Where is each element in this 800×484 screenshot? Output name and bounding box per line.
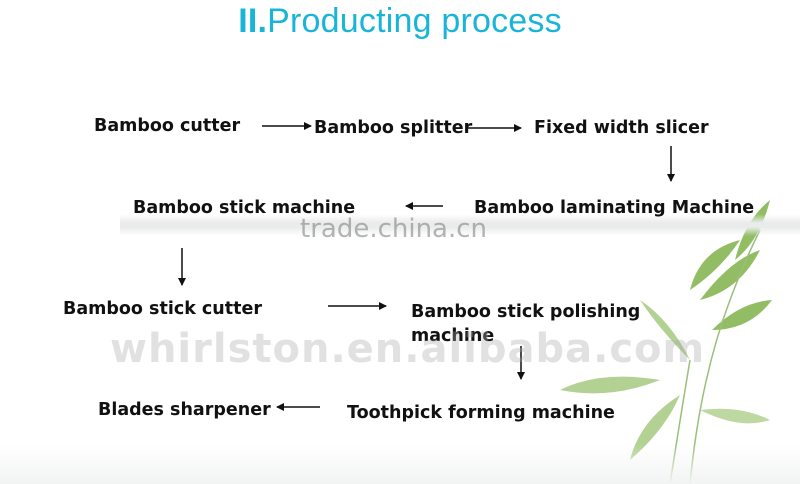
title-numeral: II. <box>238 2 268 40</box>
bottom-fade <box>0 444 800 484</box>
node-blades-sharpener: Blades sharpener <box>98 400 271 420</box>
node-fixed-width-slicer: Fixed width slicer <box>534 118 709 138</box>
node-bamboo-cutter: Bamboo cutter <box>94 116 241 136</box>
node-bamboo-stick-polishing-machine: Bamboo stick polishing machine <box>411 302 641 346</box>
blur-band <box>120 214 800 236</box>
title-text: Producting process <box>267 2 562 40</box>
node-toothpick-forming-machine: Toothpick forming machine <box>347 403 615 423</box>
node-bamboo-laminating-machine: Bamboo laminating Machine <box>474 198 755 218</box>
node-bamboo-stick-machine: Bamboo stick machine <box>133 198 356 218</box>
watermark-alibaba: whirlston.en.alibaba.com <box>110 326 706 372</box>
page-title: II.Producting process <box>0 2 800 41</box>
node-bamboo-stick-cutter: Bamboo stick cutter <box>63 299 262 319</box>
node-bamboo-splitter: Bamboo splitter <box>314 118 473 138</box>
watermark-trade-china: trade.china.cn <box>300 214 488 244</box>
